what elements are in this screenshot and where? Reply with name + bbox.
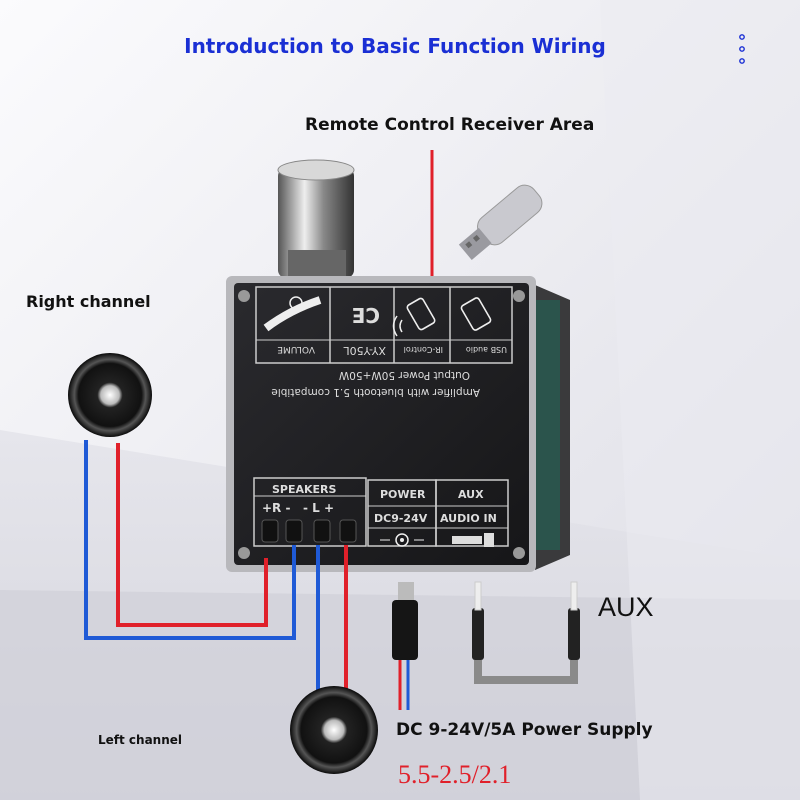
ce-mark: CE	[352, 303, 380, 327]
menu-dots-icon[interactable]	[736, 34, 748, 64]
board-volume-label: VOLUME	[277, 344, 315, 354]
board-power-spec: DC9-24V	[374, 512, 428, 525]
speaker-terminals	[261, 519, 357, 543]
board-ir-label: IR-Control	[404, 345, 443, 354]
board-speaker-pins: +R - - L +	[262, 501, 334, 515]
board-aux-label: AUX	[458, 488, 484, 501]
board-power-label: POWER	[380, 488, 426, 501]
right-channel-label: Right channel	[26, 292, 151, 311]
board-desc-line1: Amplifier with bluetooth 5.1 compatible	[271, 386, 480, 398]
dc-plug-icon	[392, 582, 418, 710]
right-channel-wires	[84, 440, 296, 640]
ir-remote-icon	[392, 297, 436, 337]
usb-audio-icon	[460, 297, 492, 331]
aux-cable-icon	[472, 581, 580, 684]
board-model-label: XY-Y50L	[343, 344, 386, 357]
aux-jack-icon	[452, 533, 494, 547]
left-channel-label: Left channel	[98, 733, 183, 747]
board-speakers-label: SPEAKERS	[272, 483, 337, 496]
left-channel-wires	[316, 545, 348, 700]
board-usb-label: USB audio	[466, 345, 507, 354]
volume-knob-icon	[277, 159, 355, 280]
board-audio-in-label: AUDIO IN	[440, 512, 497, 525]
power-supply-label: DC 9-24V/5A Power Supply	[396, 720, 653, 740]
usb-drive-icon	[458, 184, 543, 260]
speaker-icon	[290, 686, 378, 774]
dc-jack-icon	[380, 533, 424, 547]
aux-label: AUX	[598, 592, 654, 622]
speaker-icon	[68, 353, 152, 437]
board-desc-line2: Output Power 50W+50W	[338, 369, 470, 381]
amplifier-board: CE VOLUME XY-Y50L IR-Control USB audio A…	[226, 276, 536, 572]
remote-control-label: Remote Control Receiver Area	[305, 115, 595, 135]
plug-size-label: 5.5-2.5/2.1	[398, 760, 512, 789]
page-title: Introduction to Basic Function Wiring	[184, 34, 606, 58]
